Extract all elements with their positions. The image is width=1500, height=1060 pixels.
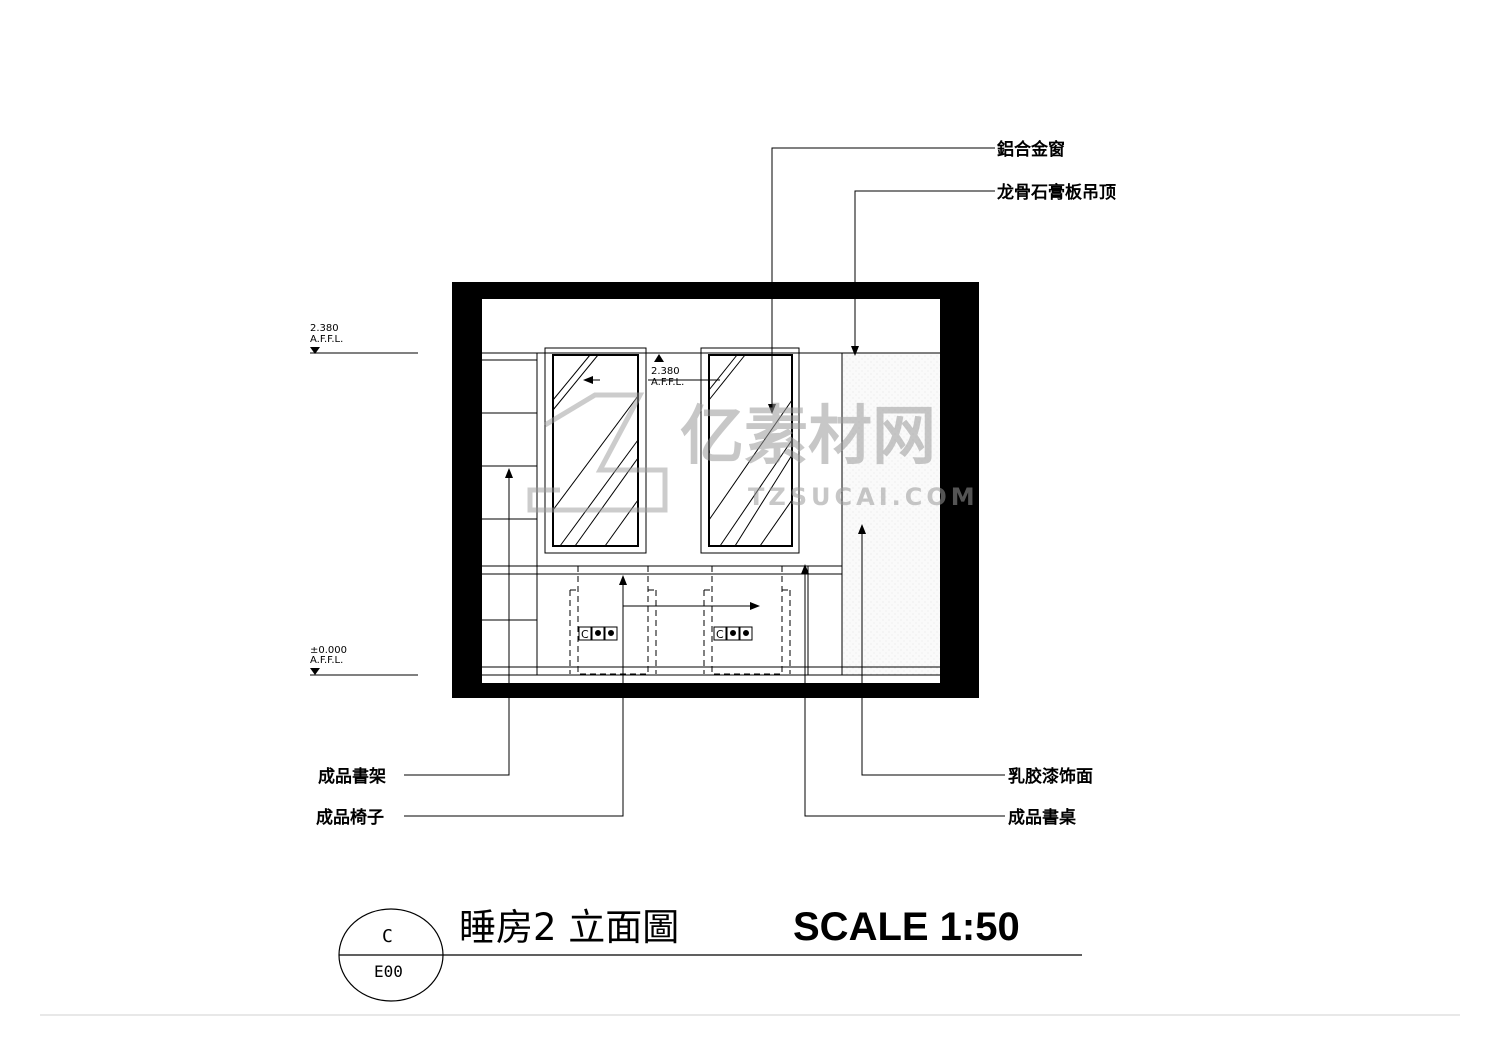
callout-shelf: 成品書架 [318, 766, 386, 787]
title-block: C E00 睡房2 立面圖 SCALE 1:50 [338, 905, 1082, 1002]
leader-arrowheads [505, 346, 866, 610]
socket-label: C [716, 628, 724, 641]
paint-wall-area [842, 353, 940, 675]
leader-lines [404, 147, 1005, 817]
level-marker-window: 2.380 A.F.F.L. [648, 354, 720, 388]
socket-right: C [713, 626, 753, 641]
desk [537, 566, 842, 675]
level-value: 2.380 [651, 366, 680, 377]
socket-label: C [581, 628, 589, 641]
drawing-title: 睡房2 立面圖 [459, 906, 679, 949]
level-value: ±0.000 [310, 645, 347, 656]
chairs [569, 565, 791, 675]
level-ref: A.F.F.L. [651, 377, 684, 388]
section-letter: C [382, 926, 393, 947]
callout-window: 鋁合金窗 [997, 139, 1065, 160]
callout-chair: 成品椅子 [316, 807, 384, 828]
watermark-logo-icon [527, 392, 668, 513]
level-marker-bottom: ±0.000 A.F.F.L. [310, 645, 418, 676]
watermark-url: TZSUCAI.COM [748, 483, 979, 511]
section-sheet: E00 [374, 962, 403, 981]
callout-desk: 成品書桌 [1008, 807, 1077, 828]
drawing-scale: SCALE 1:50 [793, 905, 1020, 949]
watermark: 亿素材网 TZSUCAI.COM [527, 392, 979, 513]
level-marker-top: 2.380 A.F.F.L. [310, 323, 418, 354]
socket-left: C [578, 626, 618, 641]
watermark-brand: 亿素材网 [680, 400, 936, 474]
callout-ceiling: 龙骨石膏板吊顶 [996, 182, 1116, 203]
level-ref: A.F.F.L. [310, 334, 343, 345]
callout-paint: 乳胶漆饰面 [1008, 766, 1093, 787]
window-right [700, 347, 800, 554]
level-value: 2.380 [310, 323, 339, 334]
level-ref: A.F.F.L. [310, 655, 343, 666]
